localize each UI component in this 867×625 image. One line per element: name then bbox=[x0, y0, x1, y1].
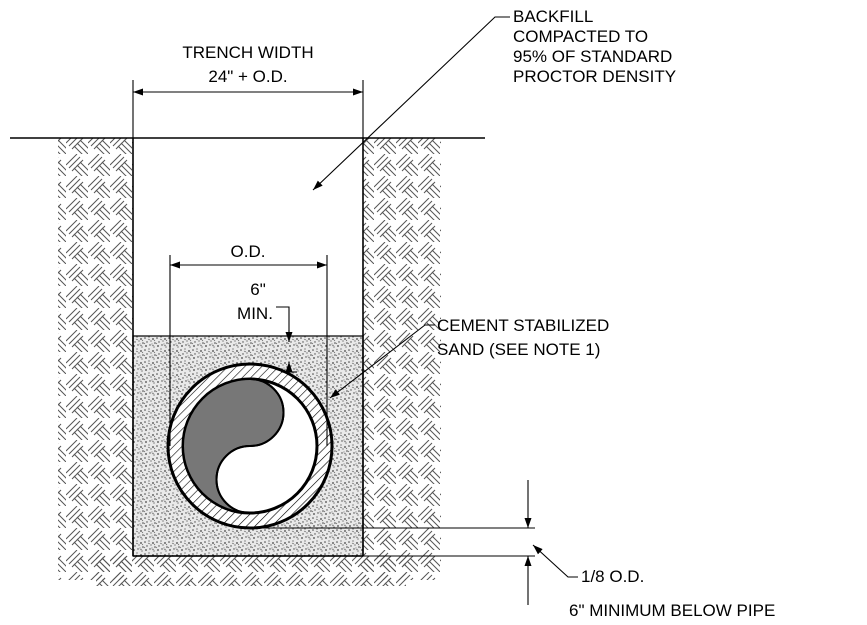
od-label: O.D. bbox=[231, 242, 266, 261]
backfill-note-line-2: COMPACTED TO bbox=[513, 27, 648, 46]
pipe bbox=[166, 362, 334, 530]
trench-width-value: 24" + O.D. bbox=[208, 67, 287, 86]
od-dimension bbox=[169, 255, 328, 446]
backfill-note-line-3: 95% OF STANDARD bbox=[513, 47, 672, 66]
eighth-od-label: 1/8 O.D. bbox=[581, 567, 644, 586]
backfill-leader bbox=[312, 16, 510, 191]
trench-width-label: TRENCH WIDTH bbox=[182, 43, 313, 62]
bedding-dimension bbox=[250, 480, 578, 605]
trench-walls bbox=[132, 138, 364, 557]
six-inch-min-cover-dimension bbox=[276, 306, 297, 373]
backfill-note-line-1: BACKFILL bbox=[513, 7, 593, 26]
backfill-note-line-4: PROCTOR DENSITY bbox=[513, 67, 676, 86]
cement-note-line-2: SAND (SEE NOTE 1) bbox=[437, 340, 600, 359]
min-label: MIN. bbox=[237, 304, 273, 323]
six-inch-label: 6" bbox=[250, 280, 266, 299]
cement-sand-leader bbox=[329, 324, 435, 399]
trench-width-dimension bbox=[132, 80, 364, 138]
six-min-below-pipe-label: 6" MINIMUM BELOW PIPE bbox=[569, 601, 775, 620]
cement-note-line-1: CEMENT STABILIZED bbox=[437, 316, 609, 335]
native-soil-hatch bbox=[58, 138, 441, 586]
